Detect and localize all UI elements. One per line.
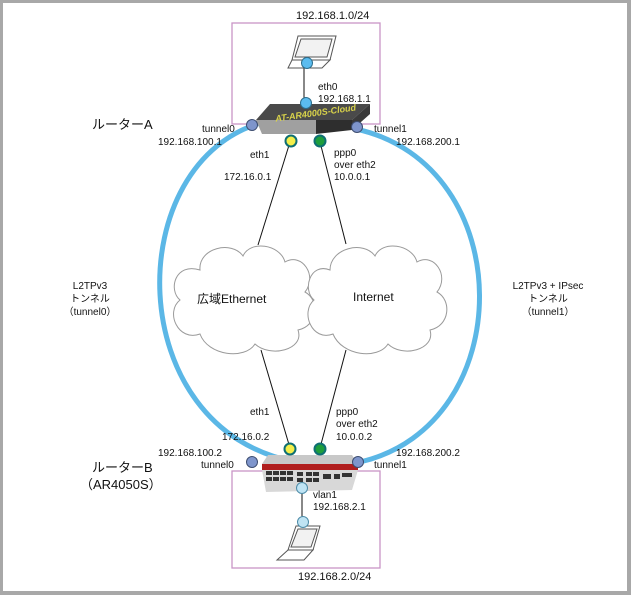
port-a-tunnel0 [246,119,258,131]
router-b-model: （AR4050S） [80,477,162,492]
router-a-ppp0-over: over eth2 [334,160,376,171]
router-a-eth1-ip: 172.16.0.1 [224,172,272,183]
router-a-eth0-ip: 192.168.1.1 [318,94,371,105]
tunnel1-caption-line3: （tunnel1） [521,307,575,318]
router-a-tunnel1-name: tunnel1 [374,124,407,135]
router-b-eth1-ip: 172.16.0.2 [222,432,270,443]
router-a-eth0-name: eth0 [318,82,338,93]
tunnel0-caption-line3: （tunnel0） [63,307,117,318]
router-b-vlan1-ip: 192.168.2.1 [313,502,366,513]
cloud-internet-label: Internet [353,290,394,304]
router-a-tunnel1-ip: 192.168.200.1 [396,137,460,148]
tunnel0-caption-line1: L2TPv3 [72,281,108,292]
router-b-tunnel1-ip: 192.168.200.2 [396,448,460,459]
port-b-pc [297,516,309,528]
router-b-ppp0-name: ppp0 [336,407,359,418]
port-b-tunnel0 [246,456,258,468]
port-a-pc [301,57,313,69]
lan-b-network: 192.168.2.0/24 [298,571,372,583]
port-b-vlan1 [296,482,308,494]
tunnel0-caption-line2: トンネル [70,294,110,305]
tunnel1-caption-line2: トンネル [528,294,568,305]
lan-a-network: 192.168.1.0/24 [296,10,370,22]
router-a-tunnel0-name: tunnel0 [202,124,235,135]
tunnel1-caption-line1: L2TPv3 + IPsec [512,281,584,292]
port-a-eth0 [300,97,312,109]
link-ppp0-a-internet [319,141,347,245]
tunnel0-arc [157,119,297,465]
router-b-eth1-name: eth1 [250,407,270,418]
port-a-eth1 [284,134,298,148]
router-b-name: ルーターB [92,460,153,475]
port-a-tunnel1 [351,121,363,133]
router-b-ppp0-ip: 10.0.0.2 [336,432,373,443]
router-a-eth1-name: eth1 [250,150,270,161]
router-b-tunnel0-ip: 192.168.100.2 [158,448,222,459]
router-a-name: ルーターA [92,117,153,132]
router-b-tunnel0-name: tunnel0 [201,460,234,471]
router-a-tunnel0-ip: 192.168.100.1 [158,137,222,148]
port-a-ppp0 [313,134,327,148]
router-b-vlan1-name: vlan1 [313,490,337,501]
port-b-tunnel1 [352,456,364,468]
router-b-tunnel1-name: tunnel1 [374,460,407,471]
router-a-ppp0-ip: 10.0.0.1 [334,172,371,183]
cloud-internet [307,245,448,355]
cloud-wide-area-ethernet [173,245,316,355]
port-b-ppp0 [313,442,327,456]
router-a-device [256,104,370,134]
link-eth1-a-wan [257,141,291,246]
laptop-b-icon [275,525,321,561]
cloud-wan-label: 広域Ethernet [197,292,267,306]
tunnel1-arc [355,126,482,465]
link-eth1-b-wan [260,349,291,449]
port-b-eth1 [283,442,297,456]
router-b-ppp0-over: over eth2 [336,419,378,430]
router-b-device [262,455,358,492]
router-a-ppp0-name: ppp0 [334,148,357,159]
link-ppp0-b-internet [319,349,347,449]
